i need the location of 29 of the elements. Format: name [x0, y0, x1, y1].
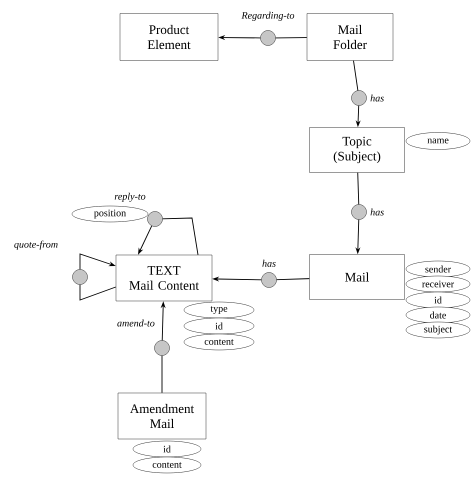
- node-label: receiver: [422, 280, 454, 288]
- relationship-circle: [154, 340, 170, 356]
- relationship-circle: [72, 269, 88, 285]
- connector: [276, 278, 310, 280]
- relationship-circle: [260, 30, 276, 46]
- relationship-label: amend-to: [117, 319, 154, 327]
- connector: [275, 37, 308, 38]
- entity-box: Product Element: [120, 13, 218, 61]
- relationship-label: has: [370, 94, 384, 102]
- relationship-circle: [351, 90, 367, 106]
- connector: [357, 172, 360, 205]
- relationship-circle: [147, 211, 163, 227]
- node-label: subject: [424, 325, 452, 335]
- relationship-label: has: [262, 260, 276, 267]
- relationship-circle: [351, 204, 367, 220]
- relationship-label: has: [370, 208, 384, 216]
- node-label: content: [152, 462, 182, 468]
- relationship-label: quote-from: [14, 240, 58, 250]
- connector: [80, 284, 116, 301]
- node-label: date: [430, 311, 446, 319]
- relationship-label: Regarding-to: [241, 12, 294, 21]
- entity-box: Topic (Subject): [309, 127, 405, 173]
- connector: [353, 60, 358, 91]
- relationship-label: reply-to: [114, 192, 146, 202]
- entity-box: Mail: [309, 254, 405, 300]
- node-label: id: [434, 296, 442, 304]
- entity-box: Mail Folder: [306, 13, 394, 61]
- relationship-circle: [261, 272, 277, 288]
- connector: [162, 218, 198, 256]
